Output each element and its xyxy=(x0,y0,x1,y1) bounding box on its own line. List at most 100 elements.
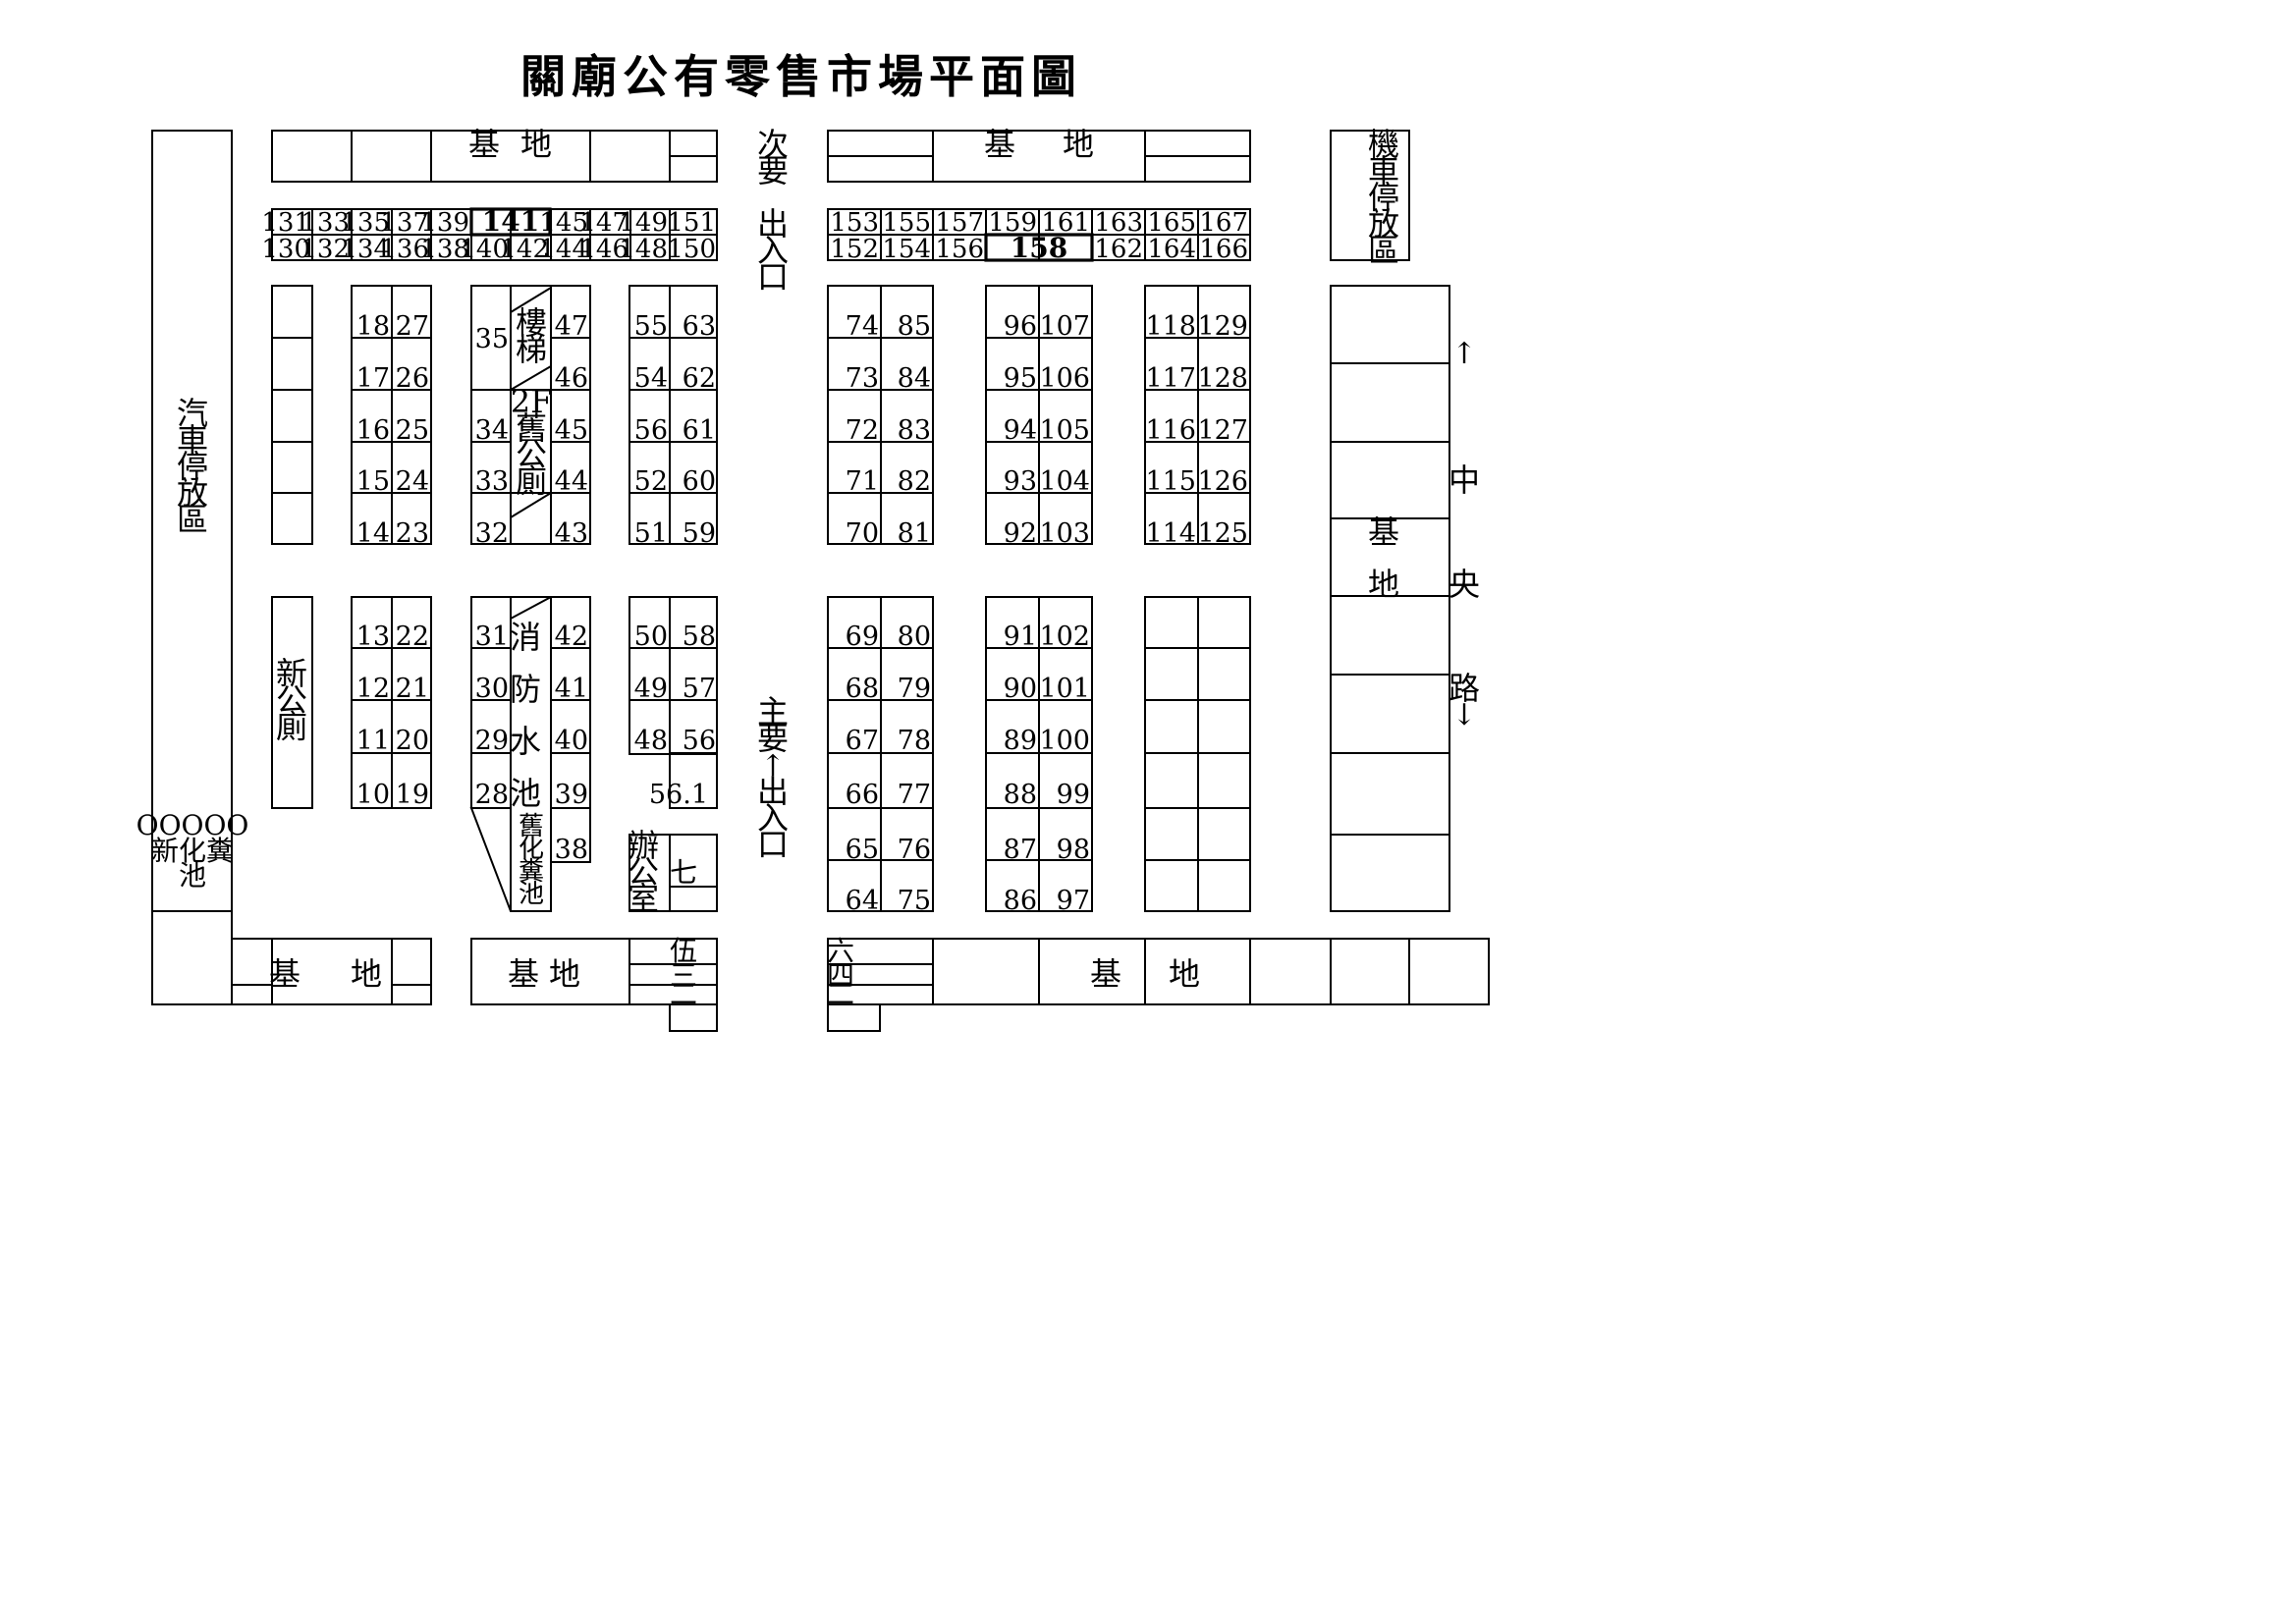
stall-number: 159 xyxy=(988,208,1037,238)
stall-number: 148 xyxy=(619,235,668,264)
stall-number: 98 xyxy=(1057,835,1090,865)
stall-number: 57 xyxy=(683,674,716,704)
stall-number: 29 xyxy=(475,726,509,756)
stall-number: 86 xyxy=(1004,886,1037,916)
stall-number: 40 xyxy=(555,726,588,756)
stall-number: 12 xyxy=(356,674,390,704)
stall-number: 76 xyxy=(898,835,931,865)
stall-number: 154 xyxy=(882,235,931,264)
stall-number: 77 xyxy=(898,780,931,810)
stall-number: 21 xyxy=(396,674,429,704)
stall-number: 99 xyxy=(1057,780,1090,810)
stall-number: 163 xyxy=(1094,208,1143,238)
stall-number: 144 xyxy=(539,235,588,264)
stall-number: 32 xyxy=(475,518,509,549)
stall-number: 51 xyxy=(634,518,668,549)
office-label: 辦公室 xyxy=(628,827,659,917)
stall-number: 88 xyxy=(1004,780,1037,810)
stall-number: 23 xyxy=(396,518,429,549)
stall-number: 97 xyxy=(1057,886,1090,916)
stall-number: 155 xyxy=(882,208,931,238)
stall-number: 61 xyxy=(683,415,716,446)
stall-number: 56.1 xyxy=(649,780,708,810)
stall-number: 16 xyxy=(356,415,390,446)
stall-number: 15 xyxy=(356,466,390,497)
office-seven-label: 七 xyxy=(670,856,697,889)
stall-number: 129 xyxy=(1197,311,1248,342)
stall-number: 131 xyxy=(261,208,310,238)
stall-number: 34 xyxy=(475,415,509,446)
stall-number: 138 xyxy=(420,235,469,264)
fire-pool-hatch xyxy=(510,596,552,620)
base-block-right xyxy=(1330,285,1450,912)
base-block-bottom-right xyxy=(827,938,1490,1005)
block-lower-38-42 xyxy=(550,596,591,863)
stall-number: 107 xyxy=(1039,311,1090,342)
stall-number: 78 xyxy=(898,726,931,756)
stall-number: 60 xyxy=(683,466,716,497)
stall-number: 35 xyxy=(475,324,509,354)
stall-number: 158 xyxy=(1011,232,1067,264)
stall-number: 87 xyxy=(1004,835,1037,865)
stall-number: 30 xyxy=(475,674,509,704)
stall-number: 103 xyxy=(1039,518,1090,549)
stall-number: 71 xyxy=(846,466,879,497)
stall-number: 62 xyxy=(683,363,716,394)
new-toilet-label: 新公廁 xyxy=(276,655,307,745)
fire-pool-label: 消防水池 xyxy=(510,619,541,812)
stall-number: 137 xyxy=(380,208,429,238)
stall-number: 67 xyxy=(846,726,879,756)
stall-number: 31 xyxy=(475,622,509,652)
stall-number: 116 xyxy=(1145,415,1196,446)
stall-number: 13 xyxy=(356,622,390,652)
base-label: 基 xyxy=(269,955,301,993)
stall-number: 24 xyxy=(396,466,429,497)
base-label: 基 xyxy=(1368,514,1399,551)
stall-number: 75 xyxy=(898,886,931,916)
stall-number: 56 xyxy=(683,726,716,756)
stall-number: 70 xyxy=(846,518,879,549)
stall-number: 11 xyxy=(356,726,390,756)
stall-number: 167 xyxy=(1199,208,1248,238)
stall-number: 133 xyxy=(301,208,350,238)
stall-158-highlight xyxy=(984,233,1094,262)
stall-number: 74 xyxy=(846,311,879,342)
stall-number: 58 xyxy=(683,622,716,652)
car-parking-label: 汽車停放區 xyxy=(177,395,208,538)
page-title: 關廟公有零售市場平面圖 xyxy=(520,50,1082,103)
motorcycle-parking-area xyxy=(1330,130,1410,261)
stairs-hatch xyxy=(510,287,552,313)
base-block-bottom-left xyxy=(231,938,432,1005)
office-block xyxy=(629,834,718,912)
stall-number: 27 xyxy=(396,311,429,342)
stall-number: 17 xyxy=(356,363,390,394)
stall-number: 145 xyxy=(539,208,588,238)
small-box-bottom-center xyxy=(669,1003,718,1032)
stall-number: 153 xyxy=(830,208,879,238)
stall-number: 127 xyxy=(1197,415,1248,446)
stall-number: 64 xyxy=(846,886,879,916)
base-label: 基 xyxy=(1090,955,1121,993)
base-label: 基 xyxy=(468,126,500,163)
stall-number: 26 xyxy=(396,363,429,394)
stall-number: 104 xyxy=(1039,466,1090,497)
stall-number: 19 xyxy=(396,780,429,810)
block-upper-51-63 xyxy=(629,285,718,545)
stall-number: 125 xyxy=(1197,518,1248,549)
stall-number: 132 xyxy=(301,235,350,264)
stall-number: 10 xyxy=(356,780,390,810)
stairs-hatch xyxy=(510,365,552,391)
stall-number: 130 xyxy=(261,235,310,264)
stall-number: 126 xyxy=(1197,466,1248,497)
new-septic-label: 新化糞池 xyxy=(151,835,234,892)
stall-number: 89 xyxy=(1004,726,1037,756)
stall-number: 95 xyxy=(1004,363,1037,394)
stall-number: 136 xyxy=(380,235,429,264)
stall-two-label: 二 xyxy=(670,978,697,1010)
old-septic-label: 舊化糞池 xyxy=(519,812,544,909)
stall-number: 55 xyxy=(634,311,668,342)
stall-number: 80 xyxy=(898,622,931,652)
base-label: 地 xyxy=(1063,126,1094,163)
stall-three-label: 三 xyxy=(670,959,697,992)
